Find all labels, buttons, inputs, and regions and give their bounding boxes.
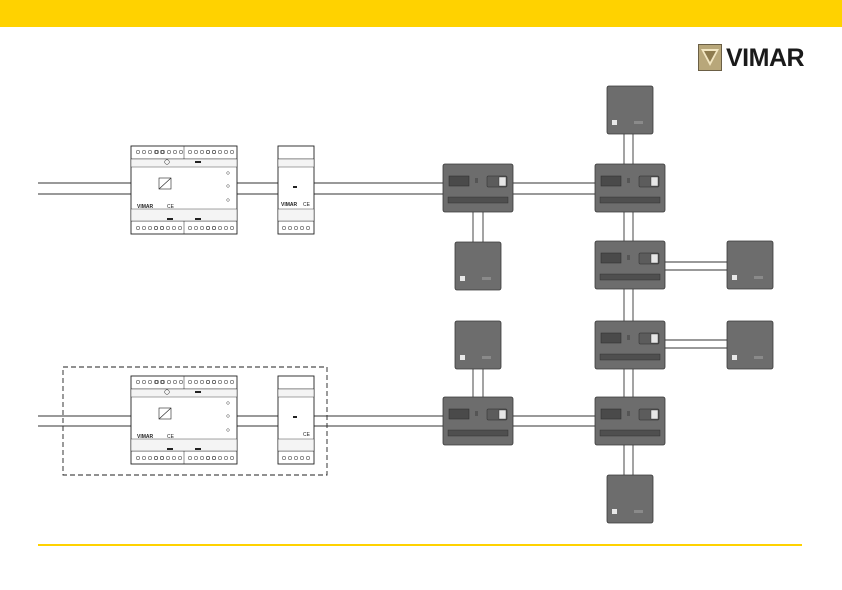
- power-supply-module-top: VIMAR CE: [131, 146, 237, 234]
- dimmer-unit: [595, 164, 665, 212]
- dimmer-unit: [595, 241, 665, 289]
- push-button: [455, 321, 501, 369]
- footer-line: [38, 544, 802, 546]
- push-button: [727, 321, 773, 369]
- psu-ce-label: CE: [167, 434, 175, 440]
- push-button: [727, 241, 773, 289]
- psu-ce-label: CE: [167, 204, 175, 210]
- interface-ce-label: CE: [303, 202, 311, 208]
- interface-brand-label: VIMAR: [281, 202, 298, 208]
- interface-ce-label: CE: [303, 432, 311, 438]
- interface-module-bottom: CE: [278, 376, 314, 464]
- psu-brand-label: VIMAR: [137, 204, 154, 210]
- psu-brand-label: VIMAR: [137, 434, 154, 440]
- dimmer-unit: [443, 164, 513, 212]
- wires-bottom-system: [38, 369, 633, 475]
- dimmer-unit: [443, 397, 513, 445]
- power-supply-module-bottom: VIMAR CE: [131, 376, 237, 464]
- push-button: [455, 242, 501, 290]
- interface-module-top: VIMAR CE: [278, 146, 314, 234]
- dimmer-unit: [595, 397, 665, 445]
- dimmer-unit: [595, 321, 665, 369]
- push-button: [607, 475, 653, 523]
- push-button: [607, 86, 653, 134]
